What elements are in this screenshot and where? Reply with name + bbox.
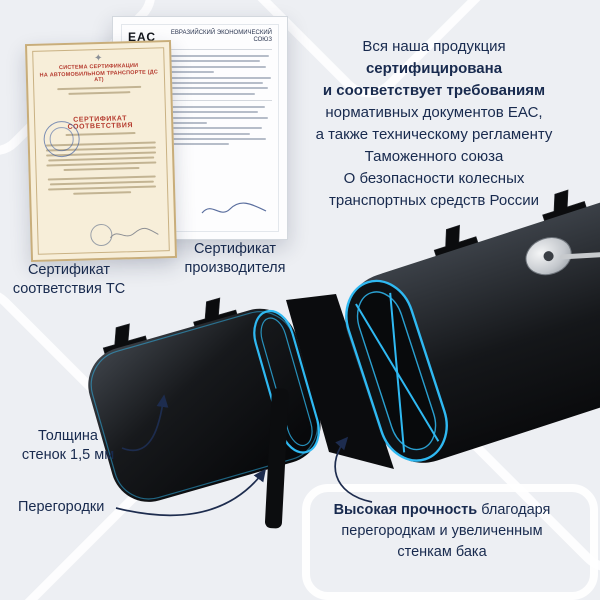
cap-cut-edge-outer — [253, 309, 320, 454]
manufacturer-certificate-caption: Сертификат производителя — [168, 240, 302, 278]
claim-line: а также техническому регламенту — [315, 126, 553, 143]
claim-line: нормативных документов ЕАС, — [325, 104, 543, 121]
fine-print-line — [128, 81, 264, 84]
signature — [110, 227, 159, 239]
callout-line: Высокая прочность благодаря — [306, 500, 578, 521]
fine-print-line — [128, 55, 270, 57]
mounting-bracket-icon — [542, 189, 588, 223]
certificate-header: ЕВРАЗИЙСКИЙ ЭКОНОМИЧЕСКИЙ СОЮЗ — [170, 30, 272, 43]
fine-print-line — [73, 190, 131, 195]
divider — [128, 99, 272, 101]
mounting-strap — [264, 388, 289, 529]
fine-print-line — [128, 116, 268, 119]
tank-front-section — [88, 297, 321, 502]
fine-print-line — [128, 87, 268, 90]
claim-line: сертифицирована — [365, 60, 503, 77]
leader-baffles — [115, 468, 267, 517]
cap-cut-edge-inner — [260, 317, 313, 447]
fine-print-line — [128, 76, 271, 79]
tc-certificate-caption: Сертификат соответствия ТС — [10, 261, 128, 299]
fine-print-line — [128, 65, 267, 68]
cert-system-line: НА АВТОМОБИЛЬНОМ ТРАНСПОРТЕ (ДС АТ) — [39, 68, 159, 84]
strength-bold: Высокая прочность — [333, 502, 478, 518]
callout-line: стенок 1,5 мм — [21, 447, 115, 463]
baffle-cross-line — [389, 292, 406, 453]
caption-line: Сертификат — [193, 241, 277, 257]
claim-line: Вся наша продукция — [362, 38, 506, 55]
strength-callout-frame — [302, 484, 598, 600]
claim-line: О безопасности колесных — [343, 170, 525, 187]
fine-print-line — [128, 143, 229, 146]
fine-print-line — [128, 105, 265, 108]
tc-certificate-body: ✦ СИСТЕМА СЕРТИФИКАЦИИ НА АВТОМОБИЛЬНОМ … — [32, 47, 170, 255]
baffles-callout: Перегородки — [18, 498, 104, 517]
fine-print-line — [48, 184, 157, 190]
fine-print-line — [128, 132, 251, 135]
blue-stamp — [43, 120, 81, 158]
strength-rest: благодаря — [477, 502, 551, 518]
claim-line: Таможенного союза — [364, 148, 504, 165]
tank-midsection — [286, 294, 394, 469]
fine-print-line — [128, 92, 255, 95]
callout-line: Перегородки — [18, 499, 105, 515]
leader-strength — [334, 436, 373, 503]
fine-print-line — [57, 85, 142, 90]
callout-line: стенкам бака — [397, 544, 487, 560]
callout-line: перегородкам и увеличенным — [341, 523, 543, 539]
claim-line: и соответствует требованиям — [322, 82, 546, 99]
tank-rear-body — [345, 149, 600, 463]
fuel-sender-cap — [543, 251, 554, 262]
tank-front-body — [88, 308, 321, 502]
fine-print-line — [128, 138, 267, 141]
signature — [201, 202, 267, 214]
divider — [128, 49, 272, 50]
caption-line: соответствия ТС — [12, 281, 126, 297]
fine-print-line — [128, 127, 262, 130]
certification-claim: Вся наша продукция сертифицирована и соо… — [276, 36, 592, 212]
wall-thickness-callout: Толщина стенок 1,5 мм — [16, 427, 120, 465]
callout-line: Толщина — [37, 428, 99, 444]
caption-line: производителя — [184, 260, 286, 276]
caption-line: Сертификат — [27, 262, 111, 278]
fuel-sender-rod — [559, 251, 600, 260]
fine-print-line — [46, 160, 157, 167]
mounting-bracket-icon — [433, 224, 479, 259]
strength-callout: Высокая прочность благодаря перегородкам… — [306, 500, 578, 563]
fine-print-line — [47, 174, 156, 180]
fine-print-line — [128, 111, 258, 114]
fine-print-line — [68, 90, 131, 95]
fine-print-line — [50, 180, 154, 185]
fine-print-line — [63, 166, 140, 171]
fine-print-line — [128, 60, 261, 63]
claim-line: транспортных средств России — [329, 192, 539, 209]
tank-rear-section — [345, 149, 600, 463]
tc-certificate: ✦ СИСТЕМА СЕРТИФИКАЦИИ НА АВТОМОБИЛЬНОМ … — [24, 40, 178, 262]
leader-wall-thickness — [121, 394, 169, 452]
